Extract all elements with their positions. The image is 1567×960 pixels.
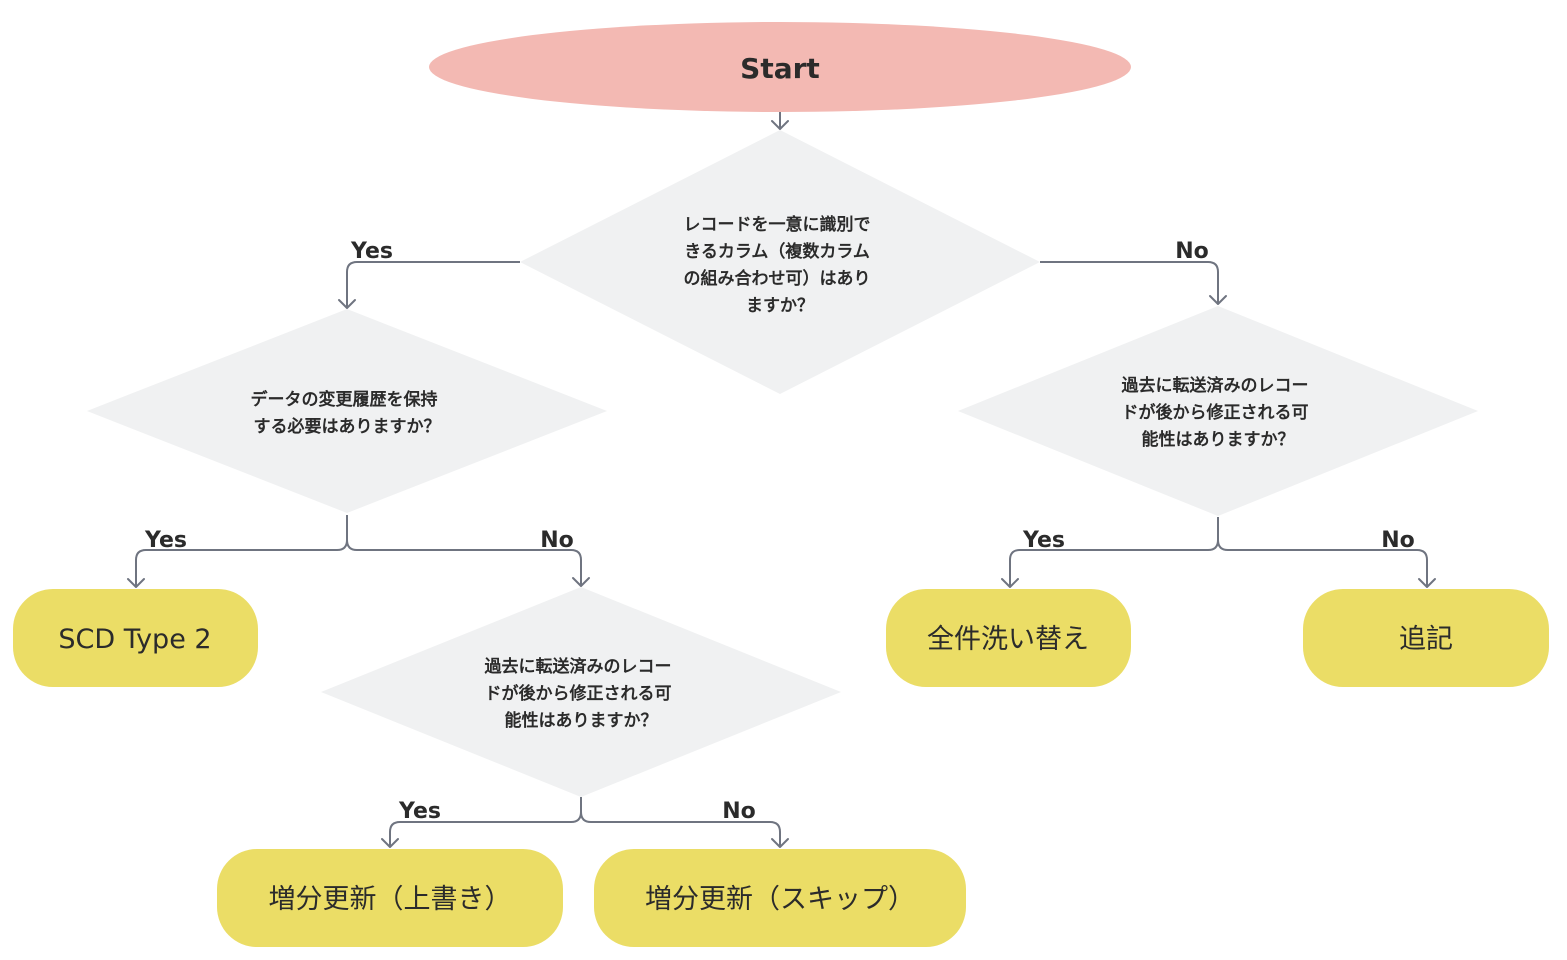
outcome-shape bbox=[886, 589, 1131, 687]
decision-question: 過去に転送済みのレコー ドが後から修正される可 能性はありますか？ bbox=[485, 656, 678, 731]
q4-no-label: No bbox=[1381, 528, 1415, 553]
outcome-label: SCD Type 2 bbox=[58, 624, 211, 655]
start-label: Start bbox=[740, 52, 820, 85]
arrowhead-scd bbox=[127, 578, 145, 588]
outcome-label: 全件洗い替え bbox=[927, 624, 1089, 655]
decision-question: データの変更履歴を保持 する必要はありますか？ bbox=[251, 389, 444, 437]
decision-history-needed: データの変更履歴を保持 する必要はありますか？ bbox=[87, 309, 607, 513]
decision-past-records-modified-right: 過去に転送済みのレコー ドが後から修正される可 能性はありますか？ bbox=[958, 306, 1478, 516]
outcome-label: 追記 bbox=[1399, 624, 1453, 655]
decision-shape bbox=[321, 587, 841, 797]
outcome-append: 追記 bbox=[1303, 589, 1549, 687]
q2-yes-label: Yes bbox=[144, 528, 187, 553]
arrowhead-full-replace bbox=[1001, 578, 1019, 588]
decision-past-records-modified-left: 過去に転送済みのレコー ドが後から修正される可 能性はありますか？ bbox=[321, 587, 841, 797]
outcome-incremental-overwrite: 増分更新（上書き） bbox=[217, 849, 563, 947]
decision-shape bbox=[87, 309, 607, 513]
decision-shape bbox=[520, 130, 1040, 394]
edge-q1-yes bbox=[346, 261, 520, 307]
outcome-label: 増分更新（上書き） bbox=[269, 884, 512, 915]
arrowhead-overwrite bbox=[381, 838, 399, 848]
outcome-incremental-skip: 増分更新（スキップ） bbox=[594, 849, 966, 947]
edge-q2-yes bbox=[135, 515, 348, 586]
outcome-shape bbox=[13, 589, 258, 687]
outcome-shape bbox=[217, 849, 563, 947]
outcome-scd-type-2: SCD Type 2 bbox=[13, 589, 258, 687]
start-node: Start bbox=[429, 22, 1131, 112]
outcome-shape bbox=[1303, 589, 1549, 687]
q1-no-label: No bbox=[1175, 239, 1209, 264]
q2-no-label: No bbox=[540, 528, 574, 553]
arrowhead-q2 bbox=[338, 299, 356, 309]
arrowhead-append bbox=[1418, 578, 1436, 588]
arrowhead-skip bbox=[771, 838, 789, 848]
outcome-label: 増分更新（スキップ） bbox=[645, 884, 915, 915]
arrowhead-q1 bbox=[771, 120, 789, 130]
connectors bbox=[127, 112, 1436, 848]
edge-q3-yes bbox=[389, 797, 582, 846]
edge-labels: Yes No Yes No Yes No Yes No bbox=[144, 239, 1415, 824]
q1-yes-label: Yes bbox=[350, 239, 393, 264]
edge-q3-no bbox=[580, 811, 781, 846]
decision-unique-key: レコードを一意に識別で きるカラム（複数カラム の組み合わせ可）はあり ますか？ bbox=[520, 130, 1040, 394]
q3-no-label: No bbox=[722, 799, 756, 824]
decision-shape bbox=[958, 306, 1478, 516]
edge-q1-no bbox=[1040, 261, 1219, 303]
arrowhead-q3 bbox=[572, 577, 590, 587]
edge-q4-yes bbox=[1009, 517, 1219, 586]
edge-q2-no bbox=[346, 539, 582, 585]
decision-question: 過去に転送済みのレコー ドが後から修正される可 能性はありますか？ bbox=[1122, 375, 1315, 450]
outcome-full-replace: 全件洗い替え bbox=[886, 589, 1131, 687]
outcome-shape bbox=[594, 849, 966, 947]
arrowhead-q4 bbox=[1209, 295, 1227, 305]
start-shape bbox=[429, 22, 1131, 112]
edge-q4-no bbox=[1217, 539, 1428, 586]
q3-yes-label: Yes bbox=[398, 799, 441, 824]
q4-yes-label: Yes bbox=[1022, 528, 1065, 553]
decision-question: レコードを一意に識別で きるカラム（複数カラム の組み合わせ可）はあり ますか？ bbox=[684, 214, 877, 316]
